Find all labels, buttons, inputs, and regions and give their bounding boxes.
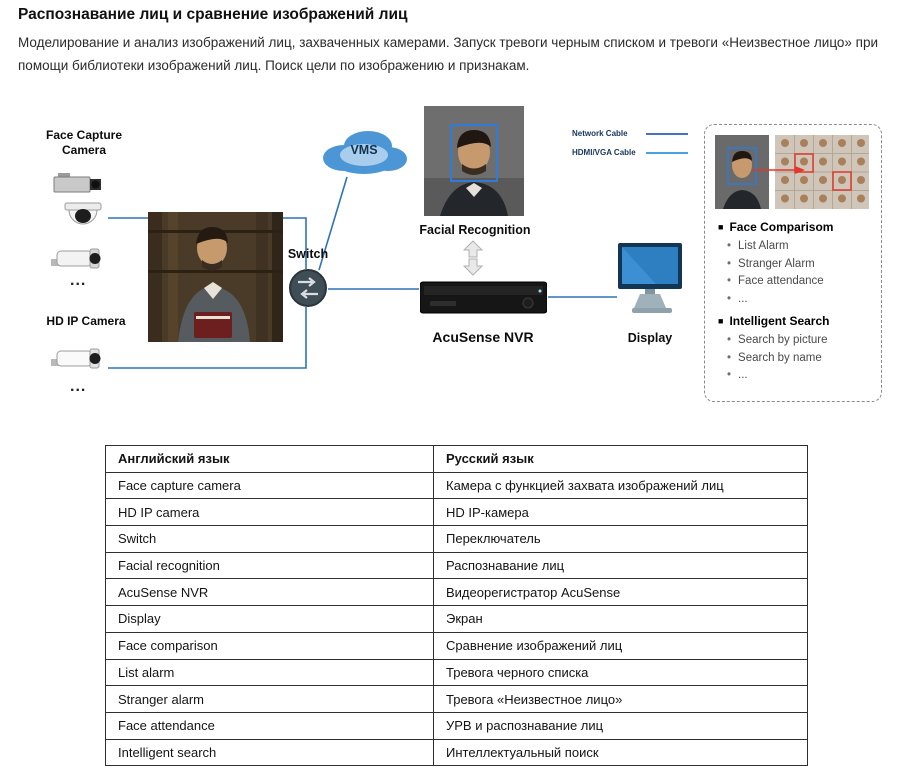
face-comparison-title: ■ Face Comparisom	[718, 220, 833, 234]
facial-recognition-label: Facial Recognition	[419, 223, 531, 237]
comparison-crowd-photo	[775, 135, 869, 209]
feature-item-label: ...	[738, 292, 748, 305]
table-cell-en: HD IP camera	[105, 498, 434, 527]
table-cell-ru: Камера с функцией захвата изображений ли…	[433, 471, 808, 500]
table-cell-en: Face capture camera	[105, 471, 434, 500]
feature-item: • List Alarm	[727, 238, 824, 256]
bullet-camera-icon	[48, 240, 106, 274]
feature-item: • Search by picture	[727, 332, 828, 350]
display-label: Display	[627, 331, 673, 345]
switch-label: Switch	[287, 247, 329, 261]
square-bullet-icon: ■	[718, 316, 724, 326]
feature-item-label: List Alarm	[738, 240, 789, 252]
bullet-icon: •	[727, 275, 732, 287]
match-arrow-icon	[751, 163, 809, 177]
feature-item-label: ...	[738, 369, 748, 381]
bullet-icon: •	[727, 334, 732, 346]
legend-network-cable-label: Network Cable	[572, 129, 628, 138]
person-photo	[148, 212, 283, 342]
table-cell-en: List alarm	[105, 658, 434, 687]
table-cell-en: Stranger alarm	[105, 685, 434, 713]
dome-camera-icon	[60, 201, 106, 235]
ellipsis-bottom: ...	[70, 378, 87, 395]
table-cell-ru: Тревога «Неизвестное лицо»	[433, 685, 808, 713]
table-cell-en: Facial recognition	[105, 551, 434, 580]
face-comparison-title-label: Face Comparisom	[729, 220, 834, 234]
page-title: Распознавание лиц и сравнение изображени…	[18, 6, 408, 23]
table-cell-ru: Сравнение изображений лиц	[433, 631, 808, 660]
table-cell-ru: HD IP-камера	[433, 498, 808, 527]
table-cell-en: Face comparison	[105, 631, 434, 660]
table-cell-ru: Интеллектуальный поиск	[433, 738, 808, 767]
nvr-image	[420, 279, 547, 315]
table-cell-en: Display	[105, 605, 434, 633]
vms-label: VMS	[350, 143, 378, 157]
table-header-ru: Русский язык	[433, 445, 808, 473]
table-header-row: Английский язык Русский язык	[105, 445, 808, 473]
translation-table: Английский язык Русский язык Face captur…	[105, 445, 808, 767]
feature-item: •...	[727, 291, 824, 309]
table-cell-en: AcuSense NVR	[105, 578, 434, 607]
table-cell-en: Switch	[105, 525, 434, 553]
table-cell-ru: УРВ и распознавание лиц	[433, 711, 808, 740]
intelligent-search-title: ■ Intelligent Search	[718, 314, 829, 328]
ellipsis-top: ...	[70, 272, 87, 289]
bullet-icon: •	[727, 351, 732, 364]
feature-item: • Search by name	[727, 350, 828, 368]
feature-item-label: Face attendance	[738, 275, 824, 287]
face-comparison-items: • List Alarm • Stranger Alarm • Face attend…	[727, 238, 824, 308]
feature-item-label: Search by picture	[738, 334, 828, 346]
table-cell-ru: Переключатель	[433, 525, 808, 553]
hd-ip-camera-label: HD IP Camera	[46, 314, 126, 328]
facial-recognition-photo	[424, 106, 524, 216]
nvr-label: AcuSense NVR	[432, 329, 534, 345]
display-icon	[618, 243, 684, 327]
feature-item: • Face attendance	[727, 273, 824, 291]
square-bullet-icon: ■	[718, 222, 724, 232]
face-detection-box	[450, 124, 498, 182]
feature-item: • Stranger Alarm	[727, 256, 824, 274]
page-description: Моделирование и анализ изображений лиц, …	[18, 35, 879, 73]
table-cell-ru: Тревога черного списка	[433, 658, 808, 687]
table-header-en: Английский язык	[105, 445, 434, 473]
bullet-icon: •	[727, 257, 732, 270]
table-cell-ru: Распознавание лиц	[433, 551, 808, 580]
face-comparison-panel: ■ Face Comparisom • List Alarm • Stranger …	[704, 124, 882, 402]
bullet-icon: •	[727, 292, 732, 305]
hdmi-cable-line	[646, 152, 688, 154]
legend-hdmi-cable-label: HDMI/VGA Cable	[572, 148, 636, 157]
bullet-icon: •	[727, 369, 732, 381]
sync-arrows-icon	[461, 240, 485, 276]
box-camera-icon	[50, 168, 106, 198]
vms-cloud-icon	[316, 126, 412, 178]
table-cell-ru: Экран	[433, 605, 808, 633]
face-capture-camera-label: Face Capture Camera	[45, 128, 123, 157]
table-cell-en: Face attendance	[105, 711, 434, 740]
intelligent-search-items: • Search by picture • Search by name •...	[727, 332, 828, 385]
feature-item-label: Stranger Alarm	[738, 257, 815, 270]
table-cell-en: Intelligent search	[105, 738, 434, 767]
comparison-source-photo	[715, 135, 769, 209]
table-cell-ru: Видеорегистратор AcuSense	[433, 578, 808, 607]
feature-item: •...	[727, 367, 828, 385]
intelligent-search-title-label: Intelligent Search	[729, 314, 830, 328]
bullet-icon: •	[727, 240, 732, 252]
switch-icon	[285, 267, 331, 309]
hd-bullet-camera-icon	[48, 340, 106, 374]
network-cable-line	[646, 133, 688, 135]
feature-item-label: Search by name	[738, 351, 822, 364]
